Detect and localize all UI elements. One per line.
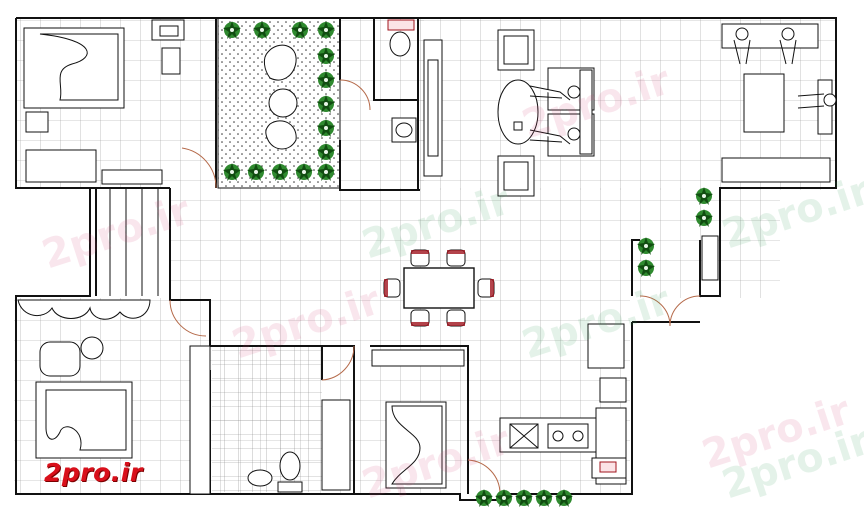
courtyard-furniture xyxy=(263,44,298,150)
closet xyxy=(423,39,443,177)
bath-fixtures xyxy=(189,345,351,495)
desk-chair xyxy=(151,19,185,75)
stairs xyxy=(109,188,159,296)
planter-box xyxy=(701,235,719,281)
toilet-icon xyxy=(247,451,303,493)
person-icon xyxy=(733,27,837,109)
bed-icon xyxy=(371,349,465,489)
person-icon xyxy=(529,85,581,145)
kitchen-sink xyxy=(591,457,627,479)
toilet-icon xyxy=(387,19,415,57)
stove-icon xyxy=(547,423,589,449)
meeting-table xyxy=(721,23,833,183)
sink-icon xyxy=(391,117,417,143)
bed-icon xyxy=(23,27,163,185)
bed-icon xyxy=(17,299,151,459)
walls xyxy=(15,17,837,501)
logo: 2pro.ir xyxy=(44,458,143,487)
dining-table-icon xyxy=(383,249,495,327)
armchair-icon xyxy=(39,336,104,377)
door-swings xyxy=(169,79,701,495)
living-room-set xyxy=(497,29,595,197)
